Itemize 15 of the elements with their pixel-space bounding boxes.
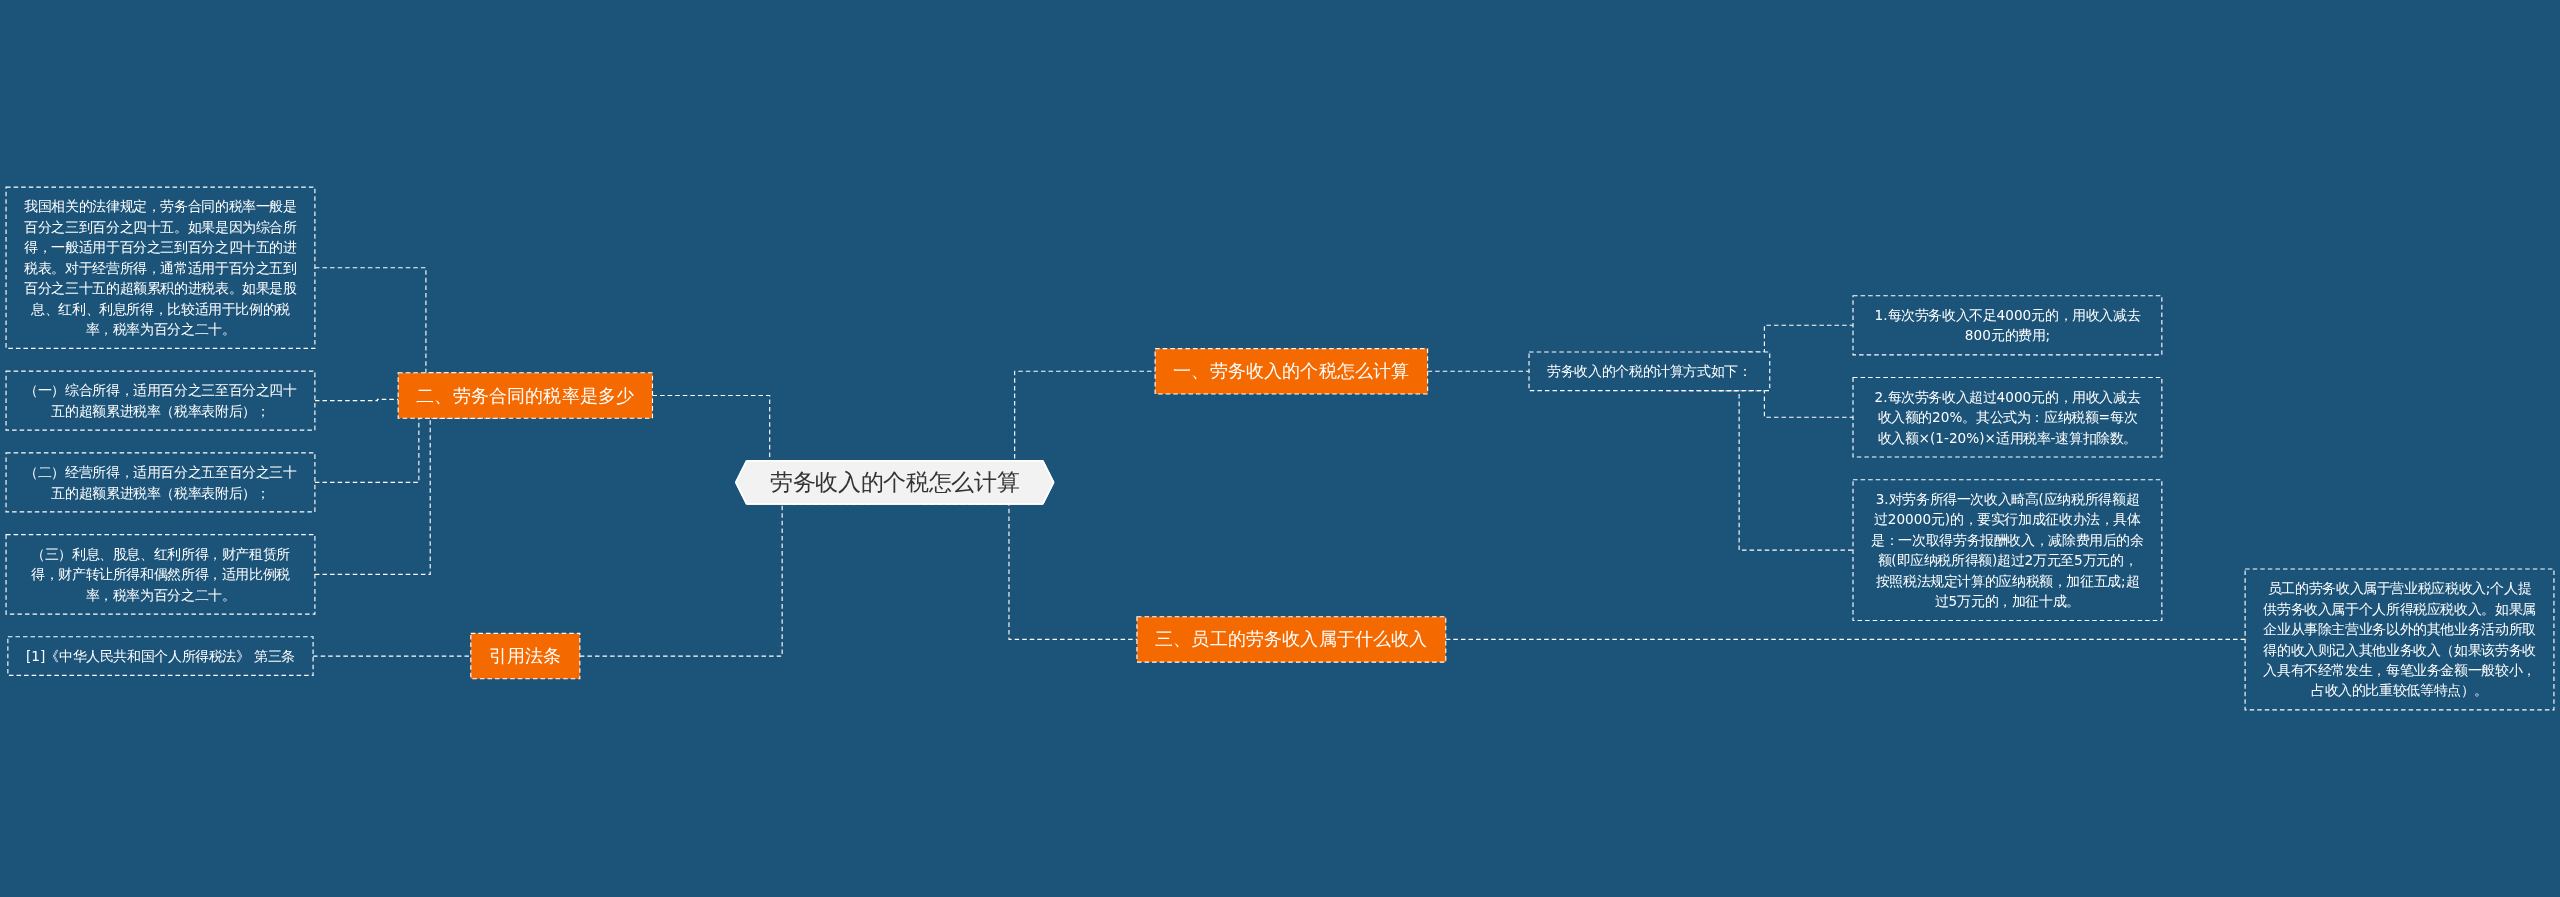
- node-box: 二、劳务合同的税率是多少: [397, 372, 654, 419]
- node-box: 1.每次劳务收入不足4000元的，用收入减去800元的费用;: [1852, 295, 2163, 356]
- node-box: （三）利息、股息、红利所得，财产租赁所得，财产转让所得和偶然所得，适用比例税率，税率为百分之二十。: [5, 534, 316, 615]
- node-box: 一、劳务收入的个税怎么计算: [1154, 348, 1429, 395]
- node-box: 引用法条: [470, 632, 581, 680]
- node-box: 员工的劳务收入属于营业税应税收入;个人提供劳务收入属于个人所得税应税收入。如果属企业从事除主营业务以外的其他业务活动所取得的收入则记入其他业务收入（如果该劳务收入具有不经常发生，每笔业务金额一般较小，占收入的比重较低等特点）。: [2244, 568, 2555, 711]
- node-box: 3.对劳务所得一次收入畸高(应纳税所得额超过20000元)的，要实行加成征收办法，具体是：一次取得劳务报酬收入，减除费用后的余额(即应纳税所得额)超过2万元至5万元的，按照税法规定计算的应纳税额，加征五成;超过5万元的，加征十成。: [1852, 479, 2163, 622]
- node-box: 劳务收入的个税的计算方式如下：: [1528, 351, 1771, 392]
- node-box: 2.每次劳务收入超过4000元的，用收入减去收入额的20%。其公式为：应纳税额=每次收入额×(1-20%)×适用税率-速算扣除数。: [1852, 376, 2163, 458]
- connector: [1427, 370, 1530, 372]
- node-box: [1]《中华人民共和国个人所得税法》 第三条: [7, 636, 314, 676]
- node-box: 我国相关的法律规定，劳务合同的税率一般是百分之三到百分之四十五。如果是因为综合所得，一般适用于百分之三到百分之四十五的进税表。对于经营所得，通常适用于百分之五到百分之三十五的超额累积的进税表。如果是股息、红利、利息所得，比较适用于比例的税率，税率为百分之二十。: [5, 186, 316, 349]
- node-box: （二）经营所得，适用百分之五至百分之三十五的超额累进税率（税率表附后）；: [5, 452, 316, 513]
- node-box: （一）综合所得，适用百分之三至百分之四十五的超额累进税率（税率表附后）；: [5, 370, 316, 431]
- node-box: 三、员工的劳务收入属于什么收入: [1136, 616, 1447, 663]
